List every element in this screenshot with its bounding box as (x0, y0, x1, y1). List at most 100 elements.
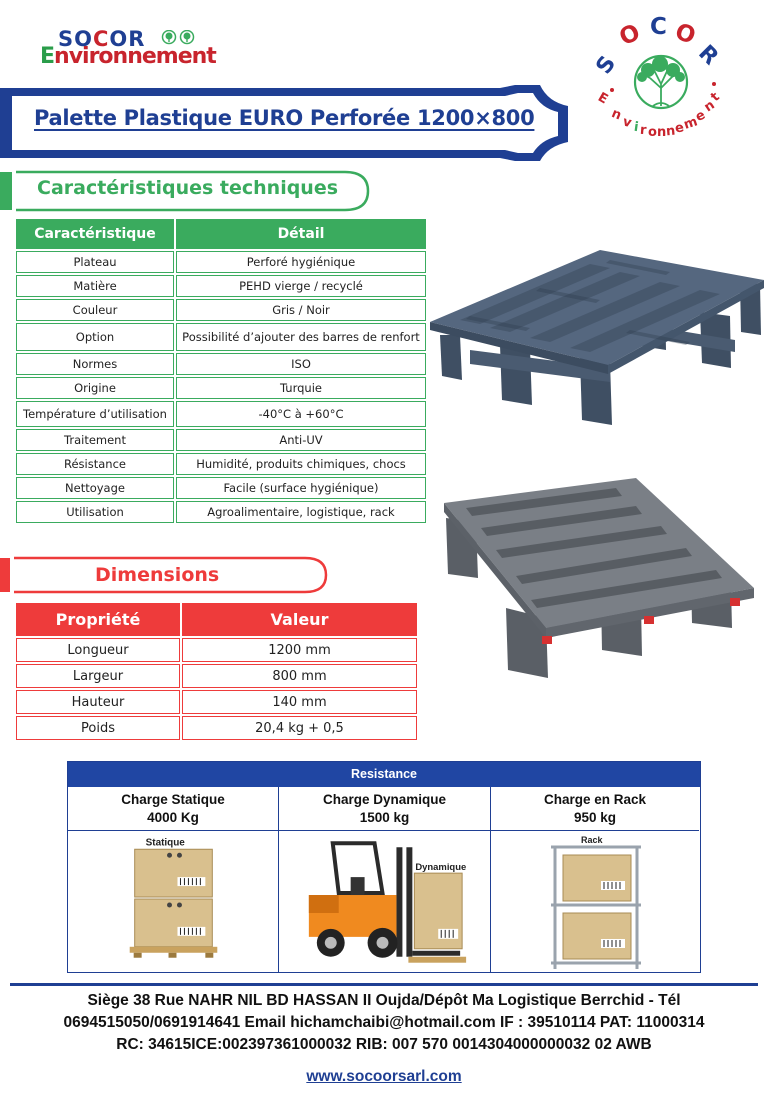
resistance-label-cell: Charge en Rack 950 kg (491, 787, 699, 831)
resistance-col-static: Charge Statique 4000 Kg Statique (68, 787, 279, 972)
svg-text:E: E (595, 90, 610, 107)
row-value: Gris / Noir (176, 299, 426, 321)
footer-phone-email: 0694515050/0691914641 Email hichamchaibi… (63, 1014, 705, 1031)
company-logo: SOCOR Environnement (40, 27, 220, 69)
row-value: 140 mm (182, 690, 417, 714)
logo-wordmark-environnement: Environnement (40, 44, 217, 69)
row-value: Possibilité d’ajouter des barres de renf… (176, 323, 426, 351)
row-key: Plateau (16, 251, 174, 273)
row-value: Humidité, produits chimiques, chocs (176, 453, 426, 475)
row-value: 800 mm (182, 664, 417, 688)
resistance-col-rack: Charge en Rack 950 kg Rack (491, 787, 699, 972)
svg-text:S: S (592, 52, 622, 79)
row-value: -40°C à +60°C (176, 401, 426, 427)
row-key: Poids (16, 716, 180, 740)
resistance-label-cell: Charge Dynamique 1500 kg (279, 787, 490, 831)
static-load-illustration: Statique (129, 837, 218, 958)
forklift-illustration: Dynamique (308, 841, 466, 963)
svg-text:O: O (672, 19, 699, 50)
tech-heading: Caractéristiques techniques (37, 177, 339, 199)
svg-text:O: O (615, 19, 644, 51)
static-pic-label: Statique (146, 837, 186, 848)
svg-text:m: m (682, 114, 700, 132)
svg-text:i: i (633, 120, 640, 135)
row-value: Anti-UV (176, 429, 426, 451)
svg-text:v: v (621, 114, 633, 131)
footer-registration: RC: 34615ICE:002397361000032 RIB: 007 57… (116, 1036, 652, 1053)
resistance-heading: Resistance (68, 762, 700, 787)
dims-section-header (0, 556, 328, 594)
tech-col-detail: Détail (176, 219, 426, 249)
dynamic-load-label: Charge Dynamique (322, 792, 447, 807)
website-link[interactable]: www.socoorsarl.com (306, 1068, 462, 1085)
row-key: Résistance (16, 453, 174, 475)
logo-wordmark-socor: SOCOR (58, 27, 146, 51)
round-logo: S O C O R E n v i r o n n e m e n t (592, 14, 723, 140)
svg-text:C: C (650, 14, 667, 40)
footer-contact: Siège 38 Rue NAHR NIL BD HASSAN II Oujda… (0, 990, 768, 1056)
rack-illustration: Rack (551, 835, 641, 969)
dynamic-pic-label: Dynamique (415, 862, 466, 873)
row-value: ISO (176, 353, 426, 375)
resistance-col-dynamic: Charge Dynamique 1500 kg Dynamique (279, 787, 491, 972)
tree-icon (633, 54, 689, 110)
table-row: Température d’utilisation-40°C à +60°C (16, 401, 426, 427)
row-key: Origine (16, 377, 174, 399)
resistance-label-cell: Charge Statique 4000 Kg (68, 787, 278, 831)
row-value: Facile (surface hygiénique) (176, 477, 426, 499)
svg-text:o: o (648, 125, 657, 140)
row-key: Largeur (16, 664, 180, 688)
row-key: Matière (16, 275, 174, 297)
tech-section-header (0, 170, 370, 212)
dynamic-load-value: 1500 kg (359, 810, 410, 825)
svg-text:n: n (657, 125, 666, 140)
svg-text:r: r (639, 123, 647, 138)
pallet-image-perspective (444, 478, 754, 678)
tech-col-characteristic: Caractéristique (16, 219, 174, 249)
row-key: Couleur (16, 299, 174, 321)
rack-pic-label: Rack (581, 835, 604, 845)
pallet-image-top (430, 250, 764, 425)
row-key: Hauteur (16, 690, 180, 714)
static-load-label: Charge Statique (121, 792, 225, 807)
row-key: Normes (16, 353, 174, 375)
footer-address: Siège 38 Rue NAHR NIL BD HASSAN II Oujda… (87, 992, 681, 1009)
static-load-value: 4000 Kg (147, 810, 199, 825)
svg-text:e: e (674, 120, 685, 136)
footer-divider (10, 983, 758, 986)
dims-col-property: Propriété (16, 603, 180, 636)
row-key: Traitement (16, 429, 174, 451)
rack-load-value: 950 kg (573, 810, 617, 825)
dims-table-header: Propriété Valeur (16, 603, 417, 636)
title-banner (0, 85, 568, 161)
resistance-table: Resistance Charge Statique 4000 Kg Stati… (67, 761, 701, 973)
tree-icon (161, 30, 195, 45)
dims-col-value: Valeur (182, 603, 417, 636)
rack-load-label: Charge en Rack (543, 792, 647, 807)
row-value: Turquie (176, 377, 426, 399)
row-value: 1200 mm (182, 638, 417, 662)
dims-heading: Dimensions (95, 564, 220, 586)
row-key: Longueur (16, 638, 180, 662)
svg-text:n: n (665, 124, 676, 140)
row-value: Agroalimentaire, logistique, rack (176, 501, 426, 523)
row-value: 20,4 kg + 0,5 (182, 716, 417, 740)
row-key: Température d’utilisation (16, 401, 174, 427)
row-value: Perforé hygiénique (176, 251, 426, 273)
row-key: Option (16, 323, 174, 351)
row-key: Nettoyage (16, 477, 174, 499)
